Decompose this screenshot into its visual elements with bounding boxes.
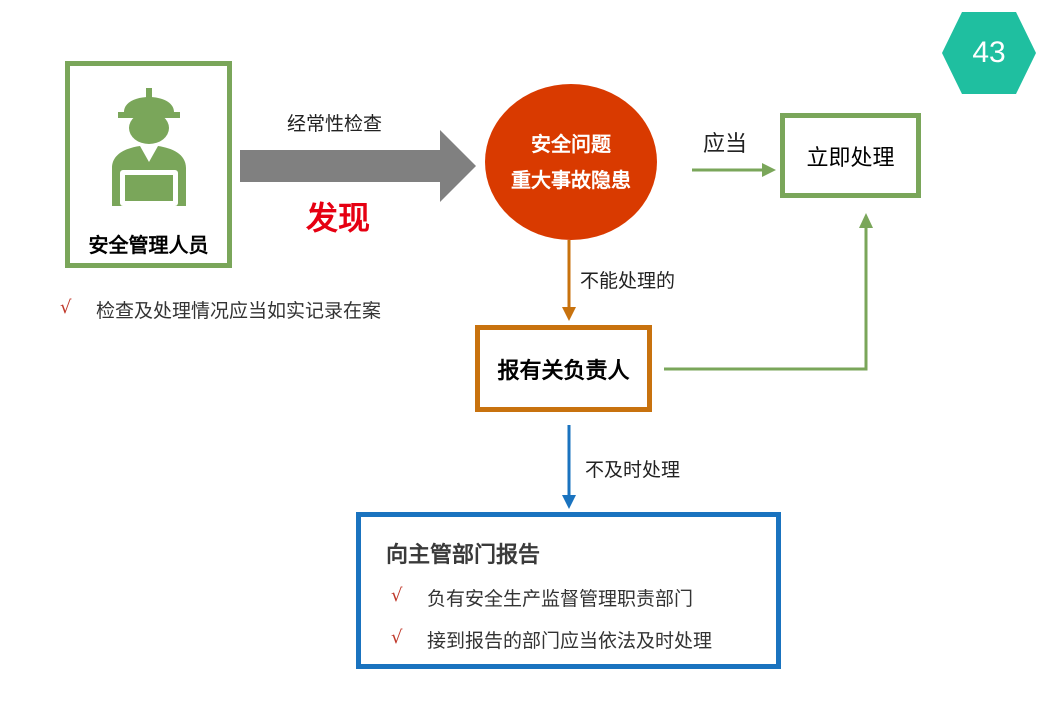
should-arrowhead [762, 163, 776, 177]
safety-manager-box: 安全管理人员 [65, 61, 232, 268]
report-responsible-box: 报有关负责人 [475, 325, 652, 412]
should-label: 应当 [703, 132, 748, 157]
not-timely-arrowhead [562, 495, 576, 509]
report-responsible-label: 报有关负责人 [497, 358, 630, 384]
cannot-handle-arrowhead [562, 307, 576, 321]
report-item-2-mark: √ [391, 627, 403, 648]
problem-line2: 重大事故隐患 [511, 168, 631, 192]
discover-label: 发现 [306, 199, 371, 237]
discover-arrow [240, 130, 476, 202]
report-department-box: 向主管部门报告 √ 负有安全生产监督管理职责部门 √ 接到报告的部门应当依法及时… [356, 512, 781, 669]
report-department-title: 向主管部门报告 [386, 543, 541, 568]
report-to-immediate-arrowhead [859, 213, 873, 228]
cannot-handle-label: 不能处理的 [580, 270, 676, 292]
report-item-1-text: 负有安全生产监督管理职责部门 [427, 588, 694, 610]
report-item-1-mark: √ [391, 585, 403, 606]
problem-circle: 安全问题 重大事故隐患 [485, 84, 657, 240]
immediate-handling-box: 立即处理 [780, 113, 921, 198]
regular-check-label: 经常性检查 [287, 113, 383, 135]
not-timely-label: 不及时处理 [585, 459, 681, 481]
immediate-handling-label: 立即处理 [806, 145, 895, 171]
report-item-2-text: 接到报告的部门应当依法及时处理 [427, 630, 713, 652]
safety-manager-label: 安全管理人员 [88, 232, 209, 257]
page-number-badge: 43 [942, 12, 1036, 94]
record-check-mark: √ [60, 297, 72, 318]
record-note: 检查及处理情况应当如实记录在案 [96, 300, 382, 322]
problem-line1: 安全问题 [531, 132, 611, 156]
worker-with-hardhat-icon [112, 88, 186, 206]
page-number: 43 [972, 36, 1006, 69]
report-to-immediate-line [664, 226, 868, 371]
